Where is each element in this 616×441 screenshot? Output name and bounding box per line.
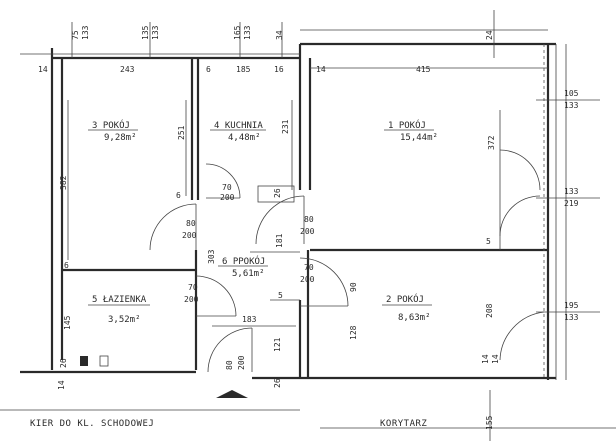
door-kitchen[interactable] — [205, 163, 241, 199]
room3-area: 9,28m² — [104, 133, 137, 143]
dim-top-133c: 133 — [243, 25, 252, 40]
dim-v-181: 181 — [275, 233, 284, 248]
dim-top-135: 135 — [141, 25, 150, 40]
dim-b-14c: 14 — [491, 354, 500, 364]
dim-top-34: 34 — [275, 30, 284, 40]
dim-door-200c: 200 — [300, 227, 315, 236]
dimension-lines — [0, 10, 616, 441]
dim-door-200a: 200 — [220, 193, 235, 202]
door-room3[interactable] — [149, 203, 197, 251]
bath-fixture-b-icon — [99, 355, 109, 367]
doors — [149, 149, 545, 373]
entrance-arrow-icon — [216, 390, 248, 398]
room5-area: 3,52m² — [108, 315, 141, 325]
dim-row-185: 185 — [236, 65, 251, 74]
room-labels: 3 POKÓJ 9,28m² 4 KUCHNIA 4,48m² 1 POKÓJ … — [88, 119, 438, 325]
dim-v-128: 128 — [349, 325, 358, 340]
dim-s-26b: 26 — [59, 358, 68, 368]
dim-v-90: 90 — [349, 282, 358, 292]
dim-row-243: 243 — [120, 65, 135, 74]
dim-b-14a: 14 — [57, 380, 66, 390]
room2-label: 2 POKÓJ — [386, 293, 424, 305]
dim-v-382: 382 — [59, 175, 68, 190]
dim-row-415: 415 — [416, 65, 431, 74]
room5-label: 5 ŁAZIENKA — [92, 295, 147, 305]
door-room2[interactable] — [299, 257, 349, 307]
kitchen-stove — [257, 185, 295, 203]
dimension-text: 75 133 135 133 165 133 34 24 14 243 6 18… — [38, 25, 579, 430]
dim-top-133a: 133 — [81, 25, 90, 40]
dim-v-303: 303 — [207, 249, 216, 264]
dim-top-75: 75 — [71, 30, 80, 40]
door-entrance[interactable] — [207, 327, 253, 373]
dim-s-6b: 6 — [64, 261, 69, 270]
dim-r-219: 219 — [564, 199, 579, 208]
door-bath[interactable] — [195, 275, 237, 317]
room6-label: 6 PPOKÓJ — [222, 255, 265, 267]
dim-top-165: 165 — [233, 25, 242, 40]
dim-s-26c: 26 — [273, 378, 282, 388]
dim-v-251: 251 — [177, 125, 186, 140]
dim-door-200d: 200 — [300, 275, 315, 284]
room1-label: 1 POKÓJ — [388, 119, 426, 131]
dim-door-200f: 200 — [237, 355, 246, 370]
dim-door-80c: 80 — [225, 360, 234, 370]
dim-s-26a: 26 — [273, 188, 282, 198]
dim-s-5b: 5 — [486, 237, 491, 246]
walls — [20, 42, 567, 380]
corridor-label: KORYTARZ — [380, 419, 427, 429]
room2-area: 8,63m² — [398, 313, 431, 323]
dim-r-133b: 133 — [564, 187, 579, 196]
dim-r-195: 195 — [564, 301, 579, 310]
dim-door-200b: 200 — [182, 231, 197, 240]
dim-s-6a: 6 — [176, 191, 181, 200]
dim-r-133a: 133 — [564, 101, 579, 110]
dim-h-183: 183 — [242, 315, 257, 324]
dim-door-70c: 70 — [188, 283, 198, 292]
dim-door-70b: 70 — [304, 263, 314, 272]
dim-v-208: 208 — [485, 303, 494, 318]
stairs-label: KIER DO KL. SCHODOWEJ — [30, 419, 154, 429]
room6-area: 5,61m² — [232, 269, 265, 279]
dim-row-14b: 14 — [316, 65, 326, 74]
dim-door-200e: 200 — [184, 295, 199, 304]
dim-door-80b: 80 — [304, 215, 314, 224]
dim-b-14b: 14 — [481, 354, 490, 364]
room4-label: 4 KUCHNIA — [214, 121, 263, 131]
dim-r-133c: 133 — [564, 313, 579, 322]
dim-door-70a: 70 — [222, 183, 232, 192]
door-balcony-b[interactable] — [499, 195, 541, 237]
room4-area: 4,48m² — [228, 133, 261, 143]
dim-r-105: 105 — [564, 89, 579, 98]
door-balcony-c[interactable] — [499, 311, 545, 361]
door-room1[interactable] — [255, 195, 305, 245]
dim-row-14a: 14 — [38, 65, 48, 74]
dim-v-121: 121 — [273, 337, 282, 352]
room1-area: 15,44m² — [400, 133, 438, 143]
dim-v-231: 231 — [281, 119, 290, 134]
dim-v-145: 145 — [63, 315, 72, 330]
dim-row-6a: 6 — [206, 65, 211, 74]
door-balcony-a[interactable] — [499, 149, 541, 191]
dim-top-133b: 133 — [151, 25, 160, 40]
dim-v-372: 372 — [487, 135, 496, 150]
dim-s-5a: 5 — [278, 291, 283, 300]
dim-b-155: 155 — [485, 415, 494, 430]
bath-fixture-icon — [80, 356, 88, 366]
dim-door-80a: 80 — [186, 219, 196, 228]
dim-row-16a: 16 — [274, 65, 284, 74]
dim-top-24: 24 — [485, 30, 494, 40]
room3-label: 3 POKÓJ — [92, 119, 130, 131]
